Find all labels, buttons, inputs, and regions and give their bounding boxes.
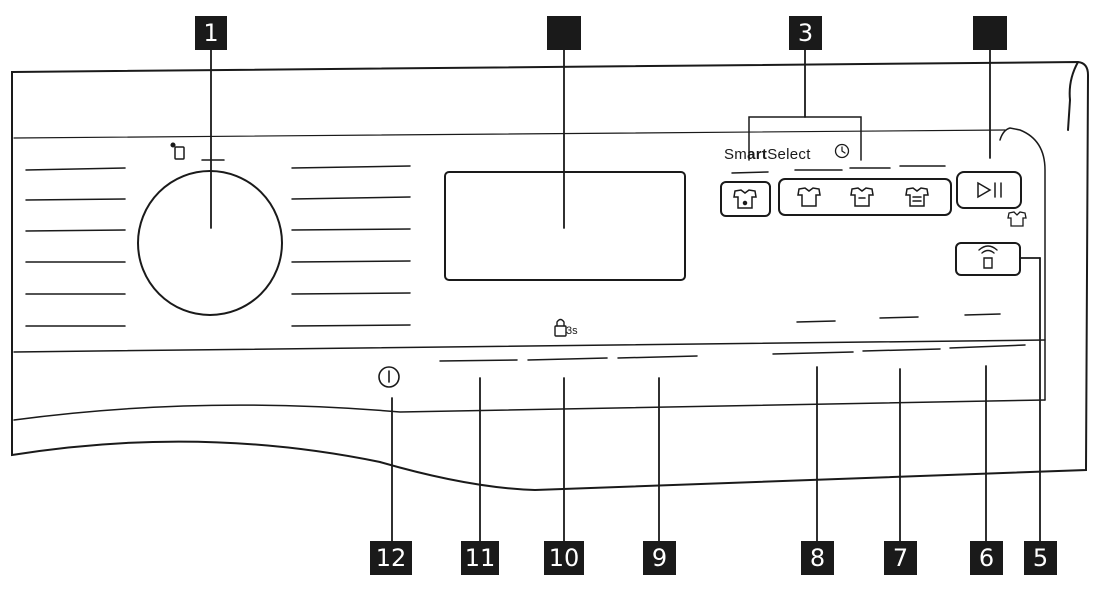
shirt-icon [797, 187, 821, 207]
shirt-icon [905, 187, 929, 207]
remote-button[interactable] [955, 242, 1021, 276]
stain-button[interactable] [720, 181, 771, 217]
play-pause-button[interactable] [956, 171, 1022, 209]
panel-lower-band [13, 399, 1046, 421]
program-knob[interactable] [137, 170, 283, 316]
smartselect-indicators [731, 165, 946, 174]
brand-suffix: Select [767, 146, 811, 163]
program-labels-right [291, 165, 411, 327]
panel-top-ridge [13, 129, 1006, 139]
display-screen [444, 171, 686, 281]
leader-lines [210, 49, 1041, 542]
shirt-icon [850, 187, 874, 207]
program-labels-left [25, 167, 126, 327]
door-icon [170, 142, 185, 160]
panel-top-lip [1067, 61, 1079, 131]
panel-upper-band [13, 339, 1046, 353]
callout-11: 11 [461, 541, 499, 575]
clock-icon [834, 143, 850, 159]
callout-1: 1 [195, 16, 227, 50]
play-pause-icon [977, 181, 1002, 199]
remote-icon [978, 245, 998, 269]
callout-7: 7 [884, 541, 917, 575]
callout-10: 10 [544, 541, 584, 575]
brand-prefix: Sm [724, 146, 748, 163]
option-strips[interactable] [439, 344, 1026, 362]
lock-icon [554, 318, 567, 337]
callout-3: 3 [789, 16, 822, 50]
callout-8: 8 [801, 541, 834, 575]
fabric-buttons[interactable] [778, 178, 952, 216]
shirt-icon [1007, 211, 1027, 227]
stain-icon [733, 189, 757, 209]
power-button[interactable] [378, 366, 400, 388]
smartselect-label: SmartSelect [724, 146, 811, 163]
callout-6: 6 [970, 541, 1003, 575]
callout-12: 12 [370, 541, 412, 575]
panel-right-recess [999, 127, 1046, 401]
brand-bold: art [747, 146, 768, 163]
callout-9: 9 [643, 541, 676, 575]
callout-2 [547, 16, 581, 50]
indicator-marks [796, 313, 1001, 323]
callout-4 [973, 16, 1007, 50]
panel-outline [11, 60, 1090, 492]
callout-5: 5 [1024, 541, 1057, 575]
lock-hold-label: 3s [566, 325, 578, 337]
